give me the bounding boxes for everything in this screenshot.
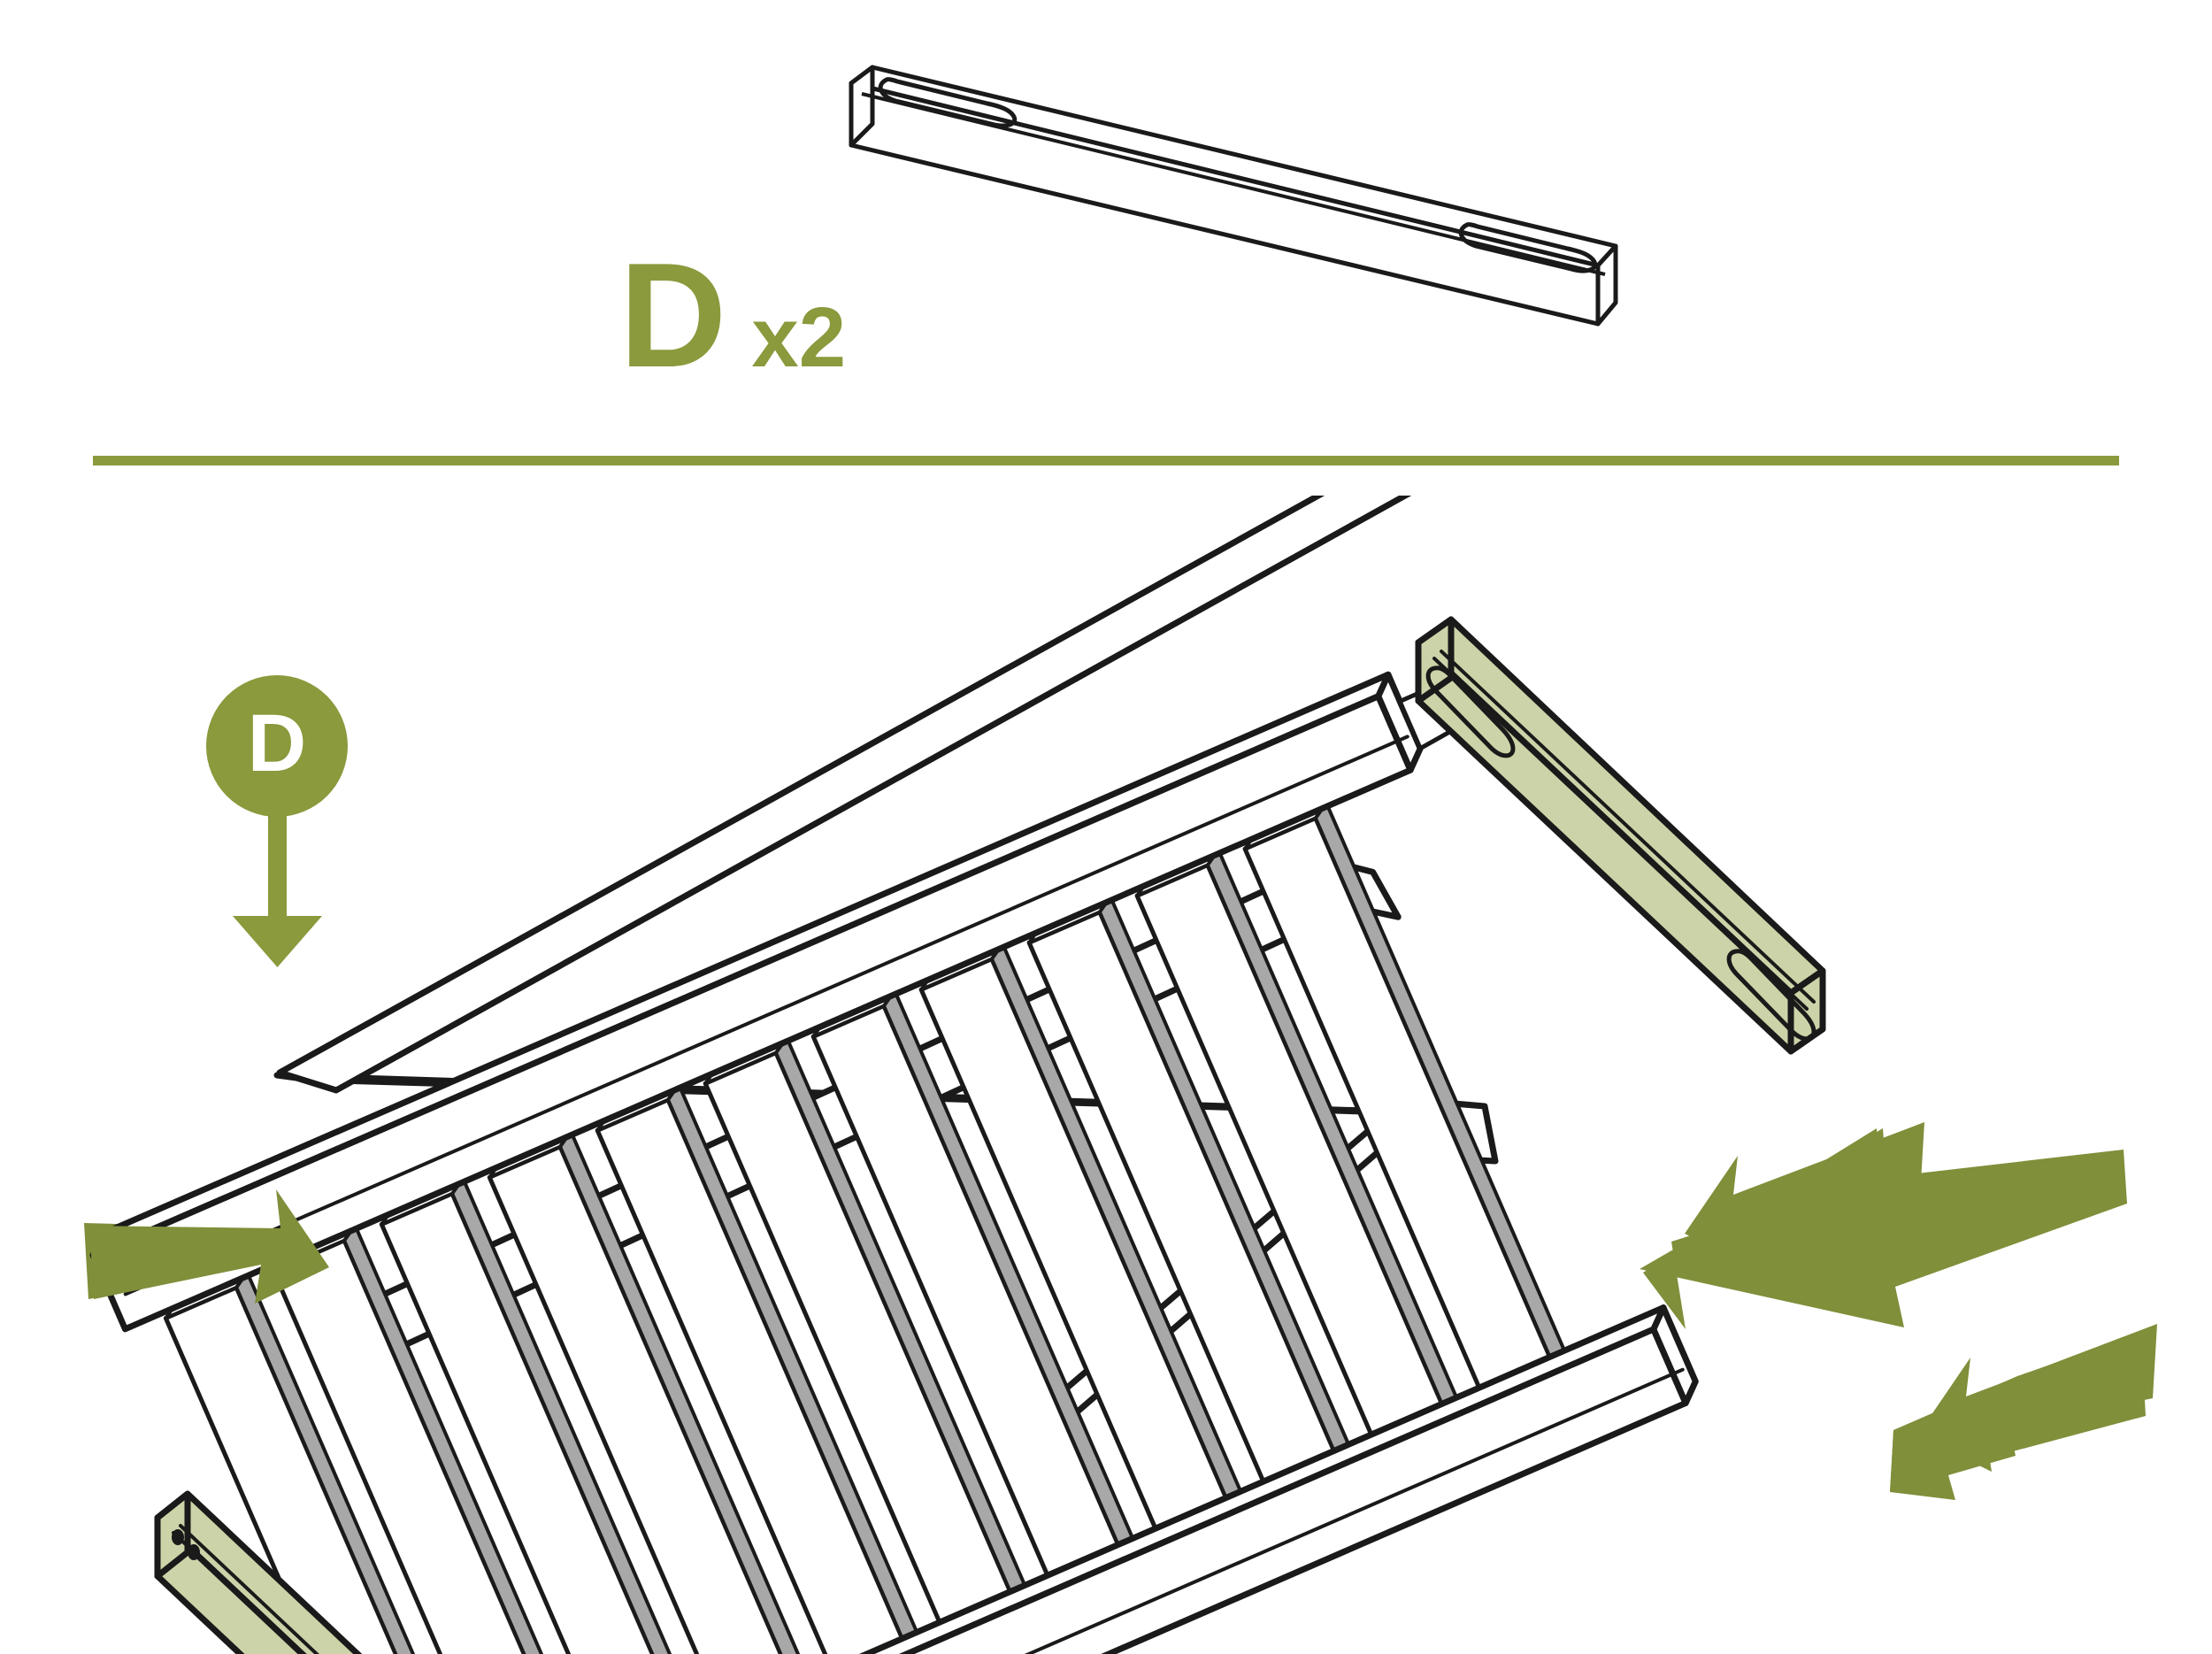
mortise-slot-right [1726,949,1816,1042]
assembly-illustration: .ln { stroke:#1a1a1a; stroke-width:7; st… [0,496,2212,1654]
arrow-right-upper-shape [1640,1128,2127,1327]
callout-arrow-stem [268,808,287,925]
part-letter: D [619,232,726,398]
callout-letter: D [247,698,307,789]
panel-end-rail-upper [89,671,1468,1333]
parts-legend: D x2 [0,0,2212,456]
arrow-right-lower-fg [1917,1324,2157,1472]
part-quantity: x2 [751,290,847,385]
part-illustration-rail-d [832,62,1717,407]
panel-slats [163,801,1566,1654]
rail-top-edge-line [872,65,1617,248]
rail-part-svg [849,65,1618,327]
rail-d-right [1415,616,1826,1055]
assembly-svg: .ln { stroke:#1a1a1a; stroke-width:7; st… [84,496,2157,1654]
callout-circle: D [206,675,348,817]
rail-slot-right [1458,222,1598,273]
arrow-right-upper-fg [1685,1122,1924,1270]
screw-hole [172,1529,184,1545]
callout-badge-d: D [206,675,383,967]
panel-end-rails [89,671,1699,1654]
panel-rail-upper [276,496,1412,1094]
panel-end-rail-lower [365,1304,1699,1654]
section-divider [93,456,2119,465]
mortise-slot-left [1425,665,1516,758]
arrow-left-upper-fg [89,1189,329,1304]
rail-slot-left [878,77,1018,128]
rail-end-cap-right [1595,243,1618,327]
panel-body [89,671,1699,1654]
rail-end-cap-left [849,65,875,148]
screw-hole [188,1544,200,1560]
rail-d-left [154,1490,363,1654]
callout-arrow-head-icon [233,916,322,967]
part-legend-label: D x2 [619,241,846,389]
